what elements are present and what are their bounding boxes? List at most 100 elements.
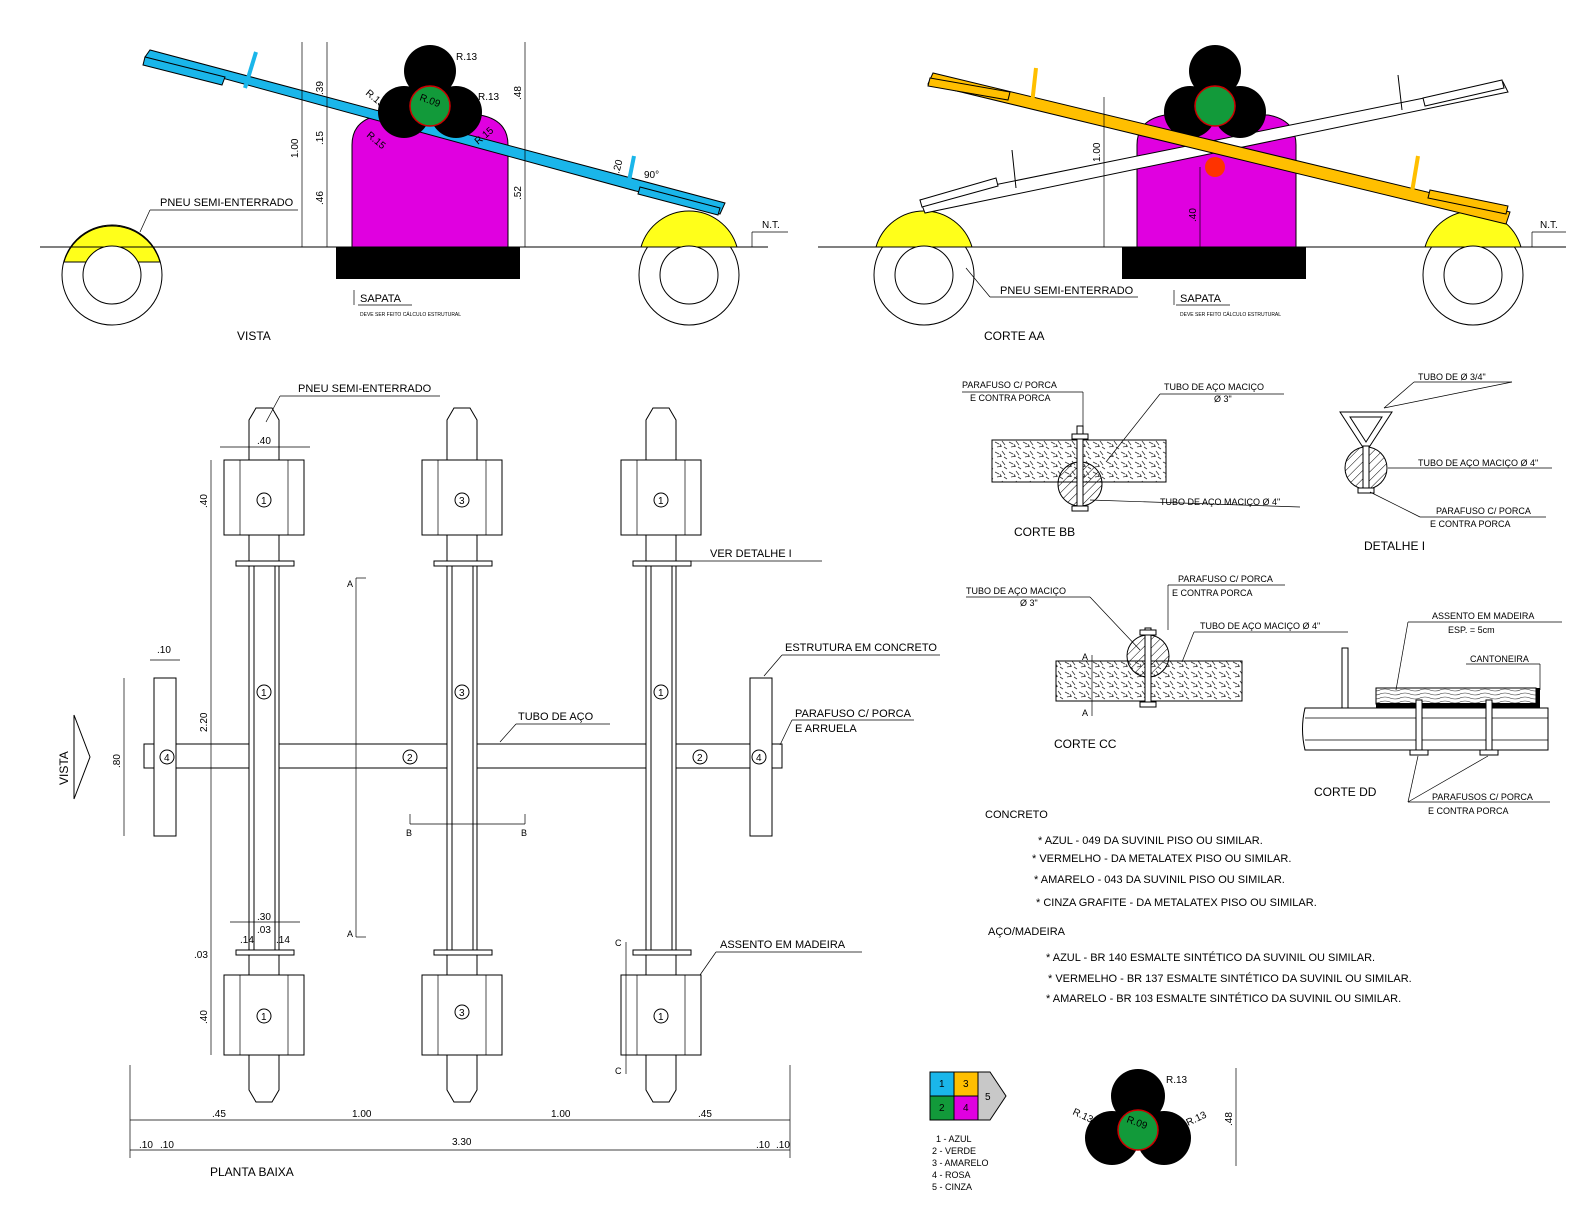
- svg-text:1: 1: [658, 1012, 664, 1023]
- planta-title: PLANTA BAIXA: [210, 1165, 294, 1179]
- dim-100-b: 1.00: [551, 1109, 571, 1120]
- svg-text:1: 1: [261, 1012, 267, 1023]
- legend-item-1: 1 - AZUL: [936, 1134, 972, 1144]
- cut-a-bottom: A: [347, 929, 353, 939]
- cc-cut-top: A: [1082, 652, 1088, 662]
- aco-note-1: * AZUL - BR 140 ESMALTE SINTÉTICO DA SUV…: [1046, 951, 1375, 964]
- dim-100-aa: 1.00: [1092, 142, 1103, 162]
- cut-c-top: C: [615, 938, 622, 948]
- sapata-note-aa: DEVE SER FEITO CÁLCULO ESTRUTURAL: [1180, 311, 1281, 318]
- dim-30: .30: [257, 912, 271, 923]
- tire-right: [638, 210, 740, 326]
- dd-esp: ESP. = 5cm: [1448, 625, 1495, 635]
- dim-40-aa: .40: [1188, 208, 1199, 222]
- tire-left: [61, 224, 163, 326]
- specification-notes: CONCRETO * AZUL - 049 DA SUVINIL PISO OU…: [985, 809, 1412, 1005]
- svg-text:3: 3: [459, 496, 465, 507]
- dim-10-a: .10: [139, 1140, 153, 1151]
- detalhe-i-drawing: TUBO DE Ø 3/4" TUBO DE AÇO MACIÇO Ø 4" P…: [1339, 372, 1552, 553]
- legend-item-2: 2 - VERDE: [932, 1146, 976, 1156]
- svg-text:1: 1: [658, 496, 664, 507]
- cc-cut-bottom: A: [1082, 708, 1088, 718]
- legend-item-4: 4 - ROSA: [932, 1170, 971, 1180]
- svg-text:1: 1: [261, 496, 267, 507]
- ver-detalhe-label: VER DETALHE I: [710, 548, 792, 560]
- circles-cluster: [378, 45, 482, 138]
- dim-10-top: .10: [157, 645, 171, 656]
- assento-label: ASSENTO EM MADEIRA: [720, 939, 846, 951]
- tire-label: PNEU SEMI-ENTERRADO: [160, 197, 294, 209]
- aco-note-3: * AMARELO - BR 103 ESMALTE SINTÉTICO DA …: [1046, 992, 1401, 1005]
- svg-text:3: 3: [459, 1008, 465, 1019]
- di-parafuso-2: E CONTRA PORCA: [1430, 519, 1511, 529]
- aco-title: AÇO/MADEIRA: [988, 926, 1066, 938]
- svg-text:2: 2: [939, 1103, 945, 1114]
- dim-03-b: .03: [194, 950, 208, 961]
- svg-text:5: 5: [985, 1092, 991, 1103]
- sapata-block-aa: [1122, 247, 1306, 279]
- corte-aa-title: CORTE AA: [984, 329, 1044, 343]
- dd-assento: ASSENTO EM MADEIRA: [1432, 611, 1534, 621]
- beam-column-3: [620, 407, 702, 1103]
- dim-10-d: .10: [776, 1140, 790, 1151]
- aco-note-2: * VERMELHO - BR 137 ESMALTE SINTÉTICO DA…: [1048, 972, 1412, 985]
- vista-arrow-label: VISTA: [57, 751, 71, 785]
- tubo-label: TUBO DE AÇO: [518, 711, 594, 723]
- dim-03-a: .03: [257, 925, 271, 936]
- vista-drawing: .39 .15 .46 1.00 .48 .52 .20 90° R.13 R.…: [40, 42, 788, 343]
- cut-b-right: B: [521, 828, 527, 838]
- dd-parafusos-1: PARAFUSOS C/ PORCA: [1432, 792, 1533, 802]
- bb-tubo3-b: Ø 3": [1214, 394, 1232, 404]
- cd-dim-48: .48: [1224, 1112, 1235, 1126]
- bb-parafuso-2: E CONTRA PORCA: [970, 393, 1051, 403]
- parafuso-label-2: E ARRUELA: [795, 723, 857, 735]
- nt-label-aa: N.T.: [1540, 220, 1558, 231]
- tire-right-aa: [1422, 210, 1524, 326]
- corte-bb-title: CORTE BB: [1014, 525, 1075, 539]
- number-markers: 1 1 1 3 3 3 1 1 1 2 2 4 4: [159, 492, 767, 1024]
- dim-20: .20: [611, 158, 625, 175]
- sapata-label: SAPATA: [360, 293, 402, 305]
- dim-45-b: .45: [698, 1109, 712, 1120]
- radius-r13-top: R.13: [456, 52, 478, 63]
- dd-cantoneira: CANTONEIRA: [1470, 654, 1529, 664]
- svg-text:2: 2: [407, 753, 413, 764]
- corte-cc-drawing: A A TUBO DE AÇO MACIÇO Ø 3" PARAFUSO C/ …: [966, 574, 1348, 751]
- seesaw-beam-blue: [142, 49, 726, 216]
- cc-parafuso-2: E CONTRA PORCA: [1172, 588, 1253, 598]
- bb-tubo3-a: TUBO DE AÇO MACIÇO: [1164, 382, 1264, 392]
- dim-220: 2.20: [199, 712, 210, 732]
- svg-text:1: 1: [939, 1079, 945, 1090]
- cd-r13-top: R.13: [1166, 1075, 1188, 1086]
- tire-label-aa: PNEU SEMI-ENTERRADO: [1000, 285, 1134, 297]
- estrutura-label: ESTRUTURA EM CONCRETO: [785, 642, 937, 654]
- beam-column-2: [421, 407, 503, 1103]
- pivot-point: [1205, 157, 1225, 177]
- dd-parafusos-2: E CONTRA PORCA: [1428, 806, 1509, 816]
- dim-40-top: .40: [257, 436, 271, 447]
- planta-tire-label: PNEU SEMI-ENTERRADO: [298, 383, 432, 395]
- svg-text:3: 3: [459, 688, 465, 699]
- cut-a-top: A: [347, 579, 353, 589]
- dim-52: .52: [513, 186, 524, 200]
- corte-dd-title: CORTE DD: [1314, 785, 1377, 799]
- cc-tubo3-a: TUBO DE AÇO MACIÇO: [966, 586, 1066, 596]
- concreto-note-1: * AZUL - 049 DA SUVINIL PISO OU SIMILAR.: [1038, 835, 1263, 847]
- dim-15: .15: [315, 131, 326, 145]
- cut-b-left: B: [406, 828, 412, 838]
- bb-parafuso-1: PARAFUSO C/ PORCA: [962, 380, 1057, 390]
- di-parafuso-1: PARAFUSO C/ PORCA: [1436, 506, 1531, 516]
- tire-left-aa: [873, 210, 975, 326]
- dim-14-a: .14: [240, 935, 254, 946]
- concreto-title: CONCRETO: [985, 809, 1048, 821]
- dim-10-b: .10: [160, 1140, 174, 1151]
- dim-100-a: 1.00: [352, 1109, 372, 1120]
- dim-45-a: .45: [212, 1109, 226, 1120]
- dim-39: .39: [315, 81, 326, 95]
- parafuso-label-1: PARAFUSO C/ PORCA: [795, 708, 912, 720]
- seesaw-beam-yellow: [927, 72, 1511, 225]
- color-legend: 1 3 2 4 5 1 - AZUL 2 - VERDE 3 - AMARELO…: [929, 1071, 1007, 1192]
- vista-title: VISTA: [237, 329, 271, 343]
- dim-40-v1: .40: [199, 494, 210, 508]
